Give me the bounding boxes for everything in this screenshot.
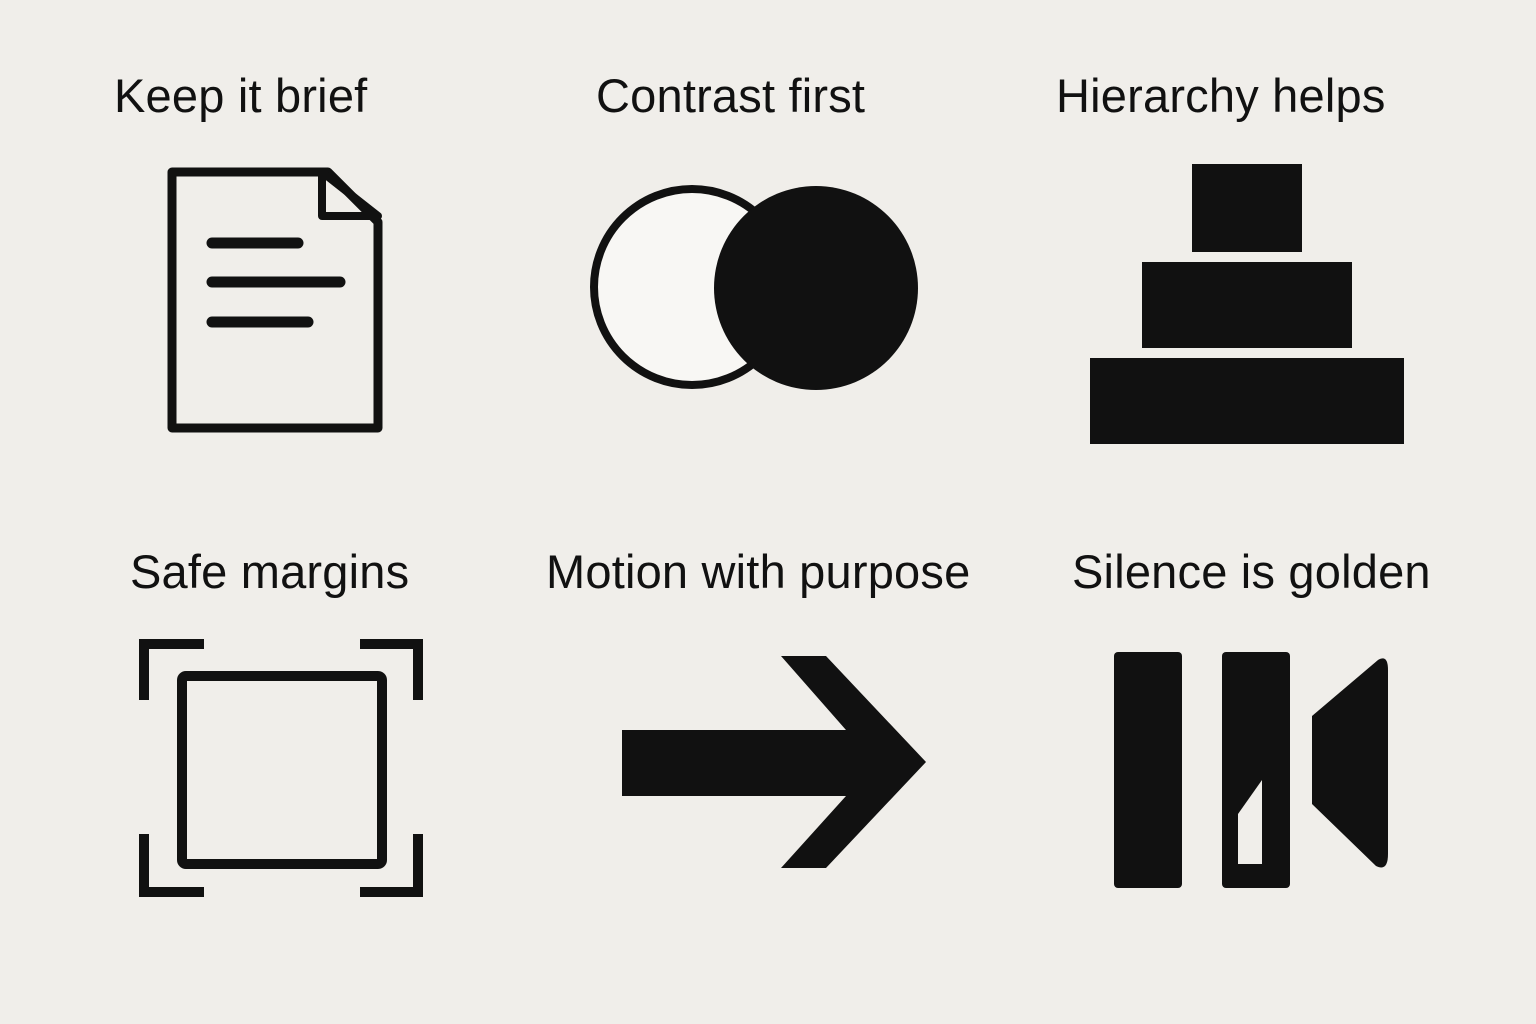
tile-label-safe-margins: Safe margins [130,545,410,598]
contrast-circles-icon [590,185,918,390]
tile-label-contrast-first: Contrast first [596,69,866,122]
document-icon [167,167,383,433]
tile-label-hierarchy-helps: Hierarchy helps [1056,69,1386,122]
tile-label-keep-it-brief: Keep it brief [114,69,368,122]
silence-bars-icon [1114,652,1388,888]
safe-margins-frame-icon [139,639,423,897]
arrow-right-icon [622,656,926,868]
hierarchy-stack-icon [1090,164,1404,444]
tile-label-motion-with-purpose: Motion with purpose [546,545,971,598]
tile-label-silence-is-golden: Silence is golden [1072,545,1431,598]
